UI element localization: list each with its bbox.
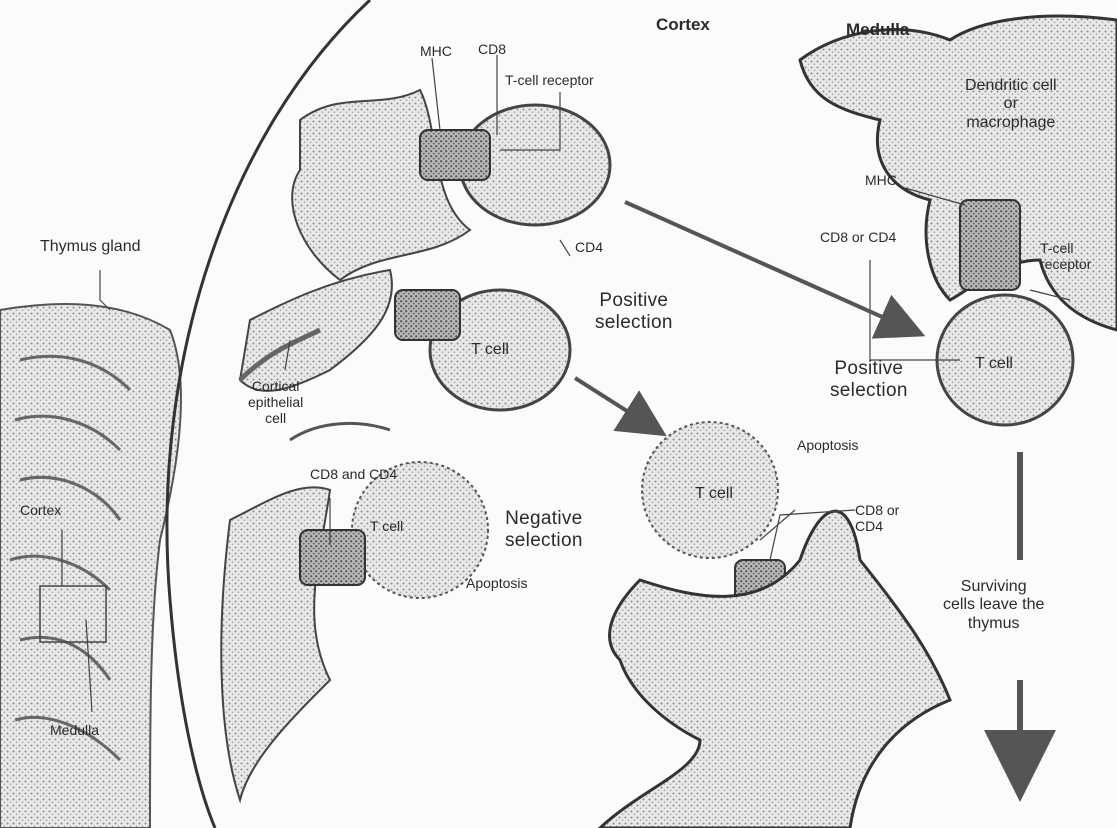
receptor-complex-top [420, 130, 490, 180]
thymus-gland-illustration [0, 270, 181, 828]
arrow-to-apoptosis [575, 378, 660, 432]
receptor-complex-negative [300, 530, 365, 585]
mhc-label-top: MHC [420, 43, 452, 59]
surviving-cells-label: Surviving cells leave the thymus [943, 578, 1044, 633]
apoptosis-label-2: Apoptosis [797, 437, 858, 453]
positive-selection-label-1: Positive selection [595, 290, 673, 334]
receptor-complex-positive [395, 290, 460, 340]
dendritic-cell-label: Dendritic cell or macrophage [965, 77, 1057, 132]
apoptosis-label-1: Apoptosis [466, 575, 527, 591]
t-cell-label-4: T cell [975, 355, 1013, 373]
dendritic-cell-lower [600, 511, 950, 828]
cd8-and-cd4-label: CD8 and CD4 [310, 466, 397, 482]
tcell-receptor-label-right: T-cell receptor [1040, 240, 1091, 272]
cd8-label-top: CD8 [478, 41, 506, 57]
cortex-header: Cortex [656, 15, 710, 35]
cd8-or-cd4-label-lower: CD8 or CD4 [855, 502, 899, 534]
positive-selection-label-2: Positive selection [830, 358, 908, 402]
t-cell-label-3: T cell [695, 485, 733, 503]
cortex-inset-label: Cortex [20, 502, 61, 518]
mhc-label-right: MHC [865, 172, 897, 188]
medulla-inset-label: Medulla [50, 722, 99, 738]
thymus-gland-label: Thymus gland [40, 238, 141, 256]
medulla-header: Medulla [846, 20, 909, 40]
dendritic-cell-right [800, 16, 1117, 330]
negative-selection-label: Negative selection [505, 508, 583, 552]
cd8-or-cd4-label-right: CD8 or CD4 [820, 229, 896, 245]
cd4-label-top: CD4 [575, 239, 603, 255]
t-cell-label-2: T cell [370, 518, 403, 534]
t-cell-label-1: T cell [471, 341, 509, 359]
receptor-complex-medulla [960, 200, 1020, 290]
cortical-epithelial-cell-label: Cortical epithelial cell [248, 378, 303, 426]
tcell-receptor-label: T-cell receptor [505, 72, 594, 88]
